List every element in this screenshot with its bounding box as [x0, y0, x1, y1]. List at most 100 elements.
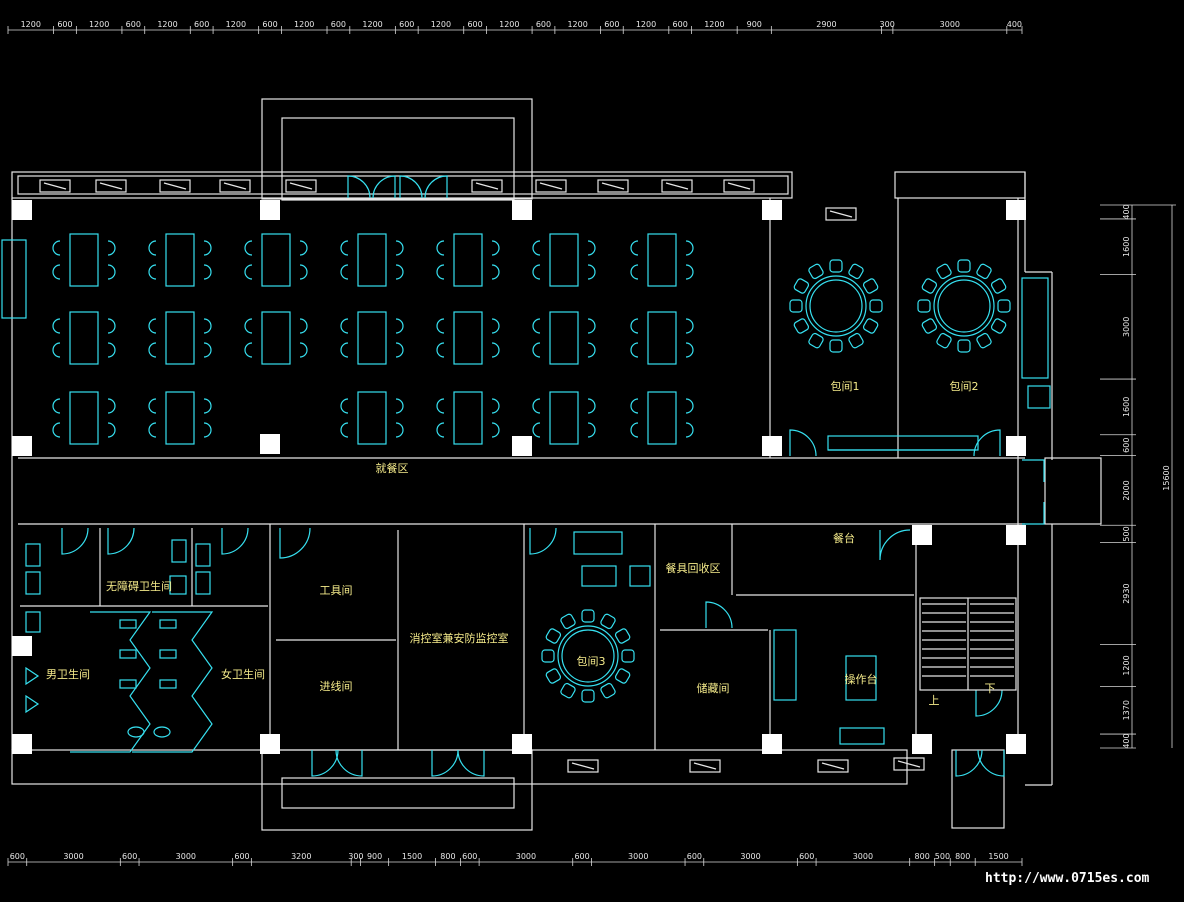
window[interactable]	[39, 179, 71, 193]
dining-table[interactable]	[630, 233, 694, 287]
chair	[976, 332, 992, 349]
dining-table[interactable]	[340, 391, 404, 445]
chair	[685, 342, 694, 358]
window[interactable]	[723, 179, 755, 193]
dining-table[interactable]	[532, 311, 596, 365]
chair	[630, 422, 639, 438]
window[interactable]	[893, 757, 925, 771]
toilet-fixtures	[25, 539, 214, 753]
exterior-walls	[11, 98, 1102, 831]
chair	[581, 689, 595, 703]
dining-table[interactable]	[630, 311, 694, 365]
chair	[52, 240, 61, 256]
bottom-dim-label: 3000	[853, 852, 873, 861]
chair	[532, 422, 541, 438]
dining-table[interactable]	[52, 391, 116, 445]
chair	[340, 342, 349, 358]
bottom-dim-label: 600	[122, 852, 137, 861]
chair	[990, 318, 1007, 334]
chair	[545, 668, 562, 684]
dining-table[interactable]	[340, 311, 404, 365]
bottom-dim-label: 300	[348, 852, 363, 861]
column	[260, 734, 280, 754]
chair	[244, 240, 253, 256]
window[interactable]	[535, 179, 567, 193]
chair	[587, 318, 596, 334]
dining-table[interactable]	[630, 391, 694, 445]
right-dim-label: 1600	[1122, 397, 1131, 417]
dining-table[interactable]	[52, 233, 116, 287]
chair	[560, 613, 576, 630]
label-storage: 储藏间	[697, 681, 730, 695]
window[interactable]	[597, 179, 629, 193]
column	[1006, 200, 1026, 220]
bottom-dim-label: 600	[462, 852, 477, 861]
top-dim-label: 600	[399, 20, 414, 29]
window[interactable]	[689, 759, 721, 773]
window[interactable]	[817, 759, 849, 773]
chair	[491, 240, 500, 256]
dining-table[interactable]	[52, 311, 116, 365]
window[interactable]	[159, 179, 191, 193]
chair	[340, 318, 349, 334]
window[interactable]	[567, 759, 599, 773]
top-dim-label: 1200	[362, 20, 382, 29]
window[interactable]	[471, 179, 503, 193]
column	[512, 734, 532, 754]
window[interactable]	[661, 179, 693, 193]
chair	[630, 240, 639, 256]
window[interactable]	[219, 179, 251, 193]
round-tables[interactable]	[541, 259, 1011, 703]
chair	[491, 398, 500, 414]
chair	[997, 299, 1011, 313]
column	[1006, 734, 1026, 754]
top-dim-label: 3000	[940, 20, 960, 29]
chair	[203, 422, 212, 438]
top-dim-label: 1200	[431, 20, 451, 29]
right-dim-label: 2930	[1122, 583, 1131, 603]
top-dim-label: 1200	[294, 20, 314, 29]
chair	[917, 299, 931, 313]
bottom-windows[interactable]	[567, 757, 925, 773]
dining-table[interactable]	[148, 391, 212, 445]
dining-table[interactable]	[436, 233, 500, 287]
chair	[203, 318, 212, 334]
right-dim-label: 2000	[1122, 480, 1131, 500]
top-dim-label: 1200	[157, 20, 177, 29]
dining-table[interactable]	[340, 233, 404, 287]
dining-tables[interactable]	[52, 233, 694, 445]
window[interactable]	[825, 207, 857, 221]
dining-table[interactable]	[532, 391, 596, 445]
right-dim-label: 600	[1122, 438, 1131, 453]
chair	[107, 264, 116, 280]
chair	[52, 398, 61, 414]
chair	[621, 649, 635, 663]
dining-table[interactable]	[244, 233, 308, 287]
label-private-room-3: 包间3	[577, 655, 606, 668]
top-windows[interactable]	[39, 179, 857, 221]
column	[12, 636, 32, 656]
dining-table[interactable]	[436, 391, 500, 445]
dining-table[interactable]	[244, 311, 308, 365]
round-table[interactable]	[917, 259, 1011, 353]
column	[260, 200, 280, 220]
chair	[436, 318, 445, 334]
window[interactable]	[285, 179, 317, 193]
chair	[685, 264, 694, 280]
dining-table[interactable]	[148, 311, 212, 365]
dining-table[interactable]	[532, 233, 596, 287]
top-dim-label: 1200	[499, 20, 519, 29]
doors[interactable]	[61, 175, 1045, 777]
chair	[107, 342, 116, 358]
staircase[interactable]	[919, 597, 1017, 691]
bottom-dim-label: 800	[915, 852, 930, 861]
window[interactable]	[95, 179, 127, 193]
bottom-dim-label: 600	[10, 852, 25, 861]
label-private-room-1: 包间1	[831, 380, 860, 393]
chair	[340, 422, 349, 438]
dining-table[interactable]	[148, 233, 212, 287]
round-table[interactable]	[541, 609, 635, 703]
dining-table[interactable]	[436, 311, 500, 365]
round-table[interactable]	[789, 259, 883, 353]
